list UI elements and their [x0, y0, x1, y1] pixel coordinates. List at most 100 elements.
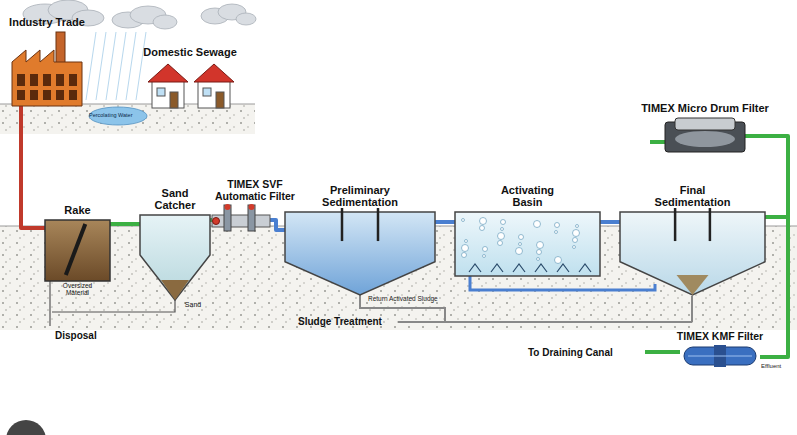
pipe-connector: [21, 106, 45, 228]
drawing-part: [555, 223, 560, 228]
node-outline: [45, 220, 110, 281]
pipe-connector: [600, 220, 620, 224]
drawing-part: [534, 221, 541, 228]
rain: [86, 32, 146, 100]
drawing-part: [377, 208, 380, 241]
drawing-part: [12, 50, 82, 106]
label-holder: Sludge Treatment: [298, 316, 382, 328]
drawing-part: [153, 15, 177, 29]
annotation-label: To Draining Canal: [528, 347, 613, 359]
unit-heading: Preliminary Sedimentation: [315, 184, 405, 209]
drawing-part: [66, 224, 86, 275]
text-holder: Oversized Material: [52, 282, 104, 297]
drawing-part: [519, 243, 522, 246]
drawing-part: [96, 32, 106, 100]
drawing-part: [501, 228, 504, 231]
unit-heading: TIMEX Micro Drum Filter: [641, 102, 769, 115]
drawing-part: [17, 74, 25, 86]
text-holder: Sand Catcher: [149, 187, 201, 212]
unit-heading: Rake: [64, 204, 90, 217]
drawing-part: [69, 74, 77, 86]
annotation-label: Effluent: [761, 363, 781, 370]
node-outline: [285, 212, 435, 295]
drawing-part: [341, 208, 344, 241]
drawing-part: [136, 32, 146, 100]
unit-heading: Sand Catcher: [149, 187, 201, 212]
node-outline: [665, 118, 745, 152]
drawing-part: [491, 264, 503, 272]
unit-heading: Final Sedimentation: [648, 184, 738, 209]
drawing-part: [480, 218, 487, 225]
drawing-part: [674, 208, 677, 241]
label-holder: To Draining Canal: [528, 347, 613, 359]
disposal-lines: [50, 281, 175, 326]
drawing-part: [56, 90, 64, 100]
drawing-part: [462, 253, 467, 258]
drawing-part: [249, 204, 255, 210]
drawing-part: [677, 275, 709, 295]
drawing-part: [573, 238, 578, 243]
drawing-part: [398, 321, 692, 323]
upper-ground: [0, 104, 255, 134]
annotation-label: Disposal: [55, 330, 97, 342]
sludge-lines: [360, 295, 692, 322]
drawing-part: [45, 220, 110, 281]
drawing-part: [557, 264, 569, 272]
drawing-part: [537, 242, 544, 249]
drawing-part: [140, 215, 210, 300]
drawing-part: [501, 220, 506, 225]
drawing-part: [516, 248, 523, 255]
unit-heading: Domestic Sewage: [143, 46, 237, 59]
text-holder: TIMEX Micro Drum Filter: [641, 102, 769, 115]
kmf-unit: TIMEX KMF Filter: [680, 345, 760, 367]
text-holder: TIMEX SVF Automatic Filter: [207, 178, 303, 202]
drawing-part: [285, 212, 435, 295]
drawing-part: [555, 257, 562, 264]
drawing-part: [519, 235, 524, 240]
sand-unit: Sand CatcherSand: [140, 215, 210, 300]
unit-heading: Activating Basin: [492, 184, 564, 209]
drawing-part: [691, 296, 693, 322]
drawing-part: [573, 246, 576, 249]
drawing-part: [455, 212, 600, 276]
houses-unit: Domestic Sewage: [148, 62, 232, 108]
drawing-part: [49, 281, 50, 326]
drawing-part: [148, 64, 188, 82]
drawing-part: [579, 264, 591, 272]
drawing-part: [43, 74, 51, 86]
drawing-part: [43, 90, 51, 100]
drawing-part: [152, 80, 184, 108]
drawing-part: [236, 13, 256, 25]
drawing-part: [675, 118, 735, 130]
drawing-part: [513, 264, 525, 272]
percolating-water: [89, 107, 147, 125]
text-holder: Sand: [185, 301, 201, 309]
pipe-connector: [745, 136, 788, 217]
drawing-part: [462, 219, 465, 222]
final-unit: Final Sedimentation: [620, 212, 765, 295]
node-outline: [12, 32, 82, 106]
unit-heading: TIMEX SVF Automatic Filter: [207, 178, 303, 202]
return-sludge-pipe: [470, 276, 655, 290]
drum-unit: TIMEX Micro Drum Filter: [665, 118, 745, 152]
node-outline: [455, 212, 600, 276]
drawing-part: [480, 226, 485, 231]
unit-heading: TIMEX KMF Filter: [677, 330, 763, 342]
drawing-part: [203, 88, 211, 96]
text-holder: Final Sedimentation: [648, 184, 738, 209]
drawing-part: [620, 212, 765, 295]
drawing-part: [675, 131, 735, 147]
text-holder: Rake: [64, 204, 90, 217]
node-outline: [148, 62, 232, 108]
drawing-part: [462, 245, 469, 252]
text-holder: Industry Trade: [9, 16, 85, 29]
prelim-unit: Preliminary Sedimentation: [285, 212, 435, 295]
annotation-label: Sludge Treatment: [298, 316, 382, 328]
drawing-part: [216, 92, 224, 108]
drawing-part: [498, 241, 503, 246]
drawing-part: [157, 88, 165, 96]
drawing-part: [213, 218, 220, 225]
text-holder: Preliminary Sedimentation: [315, 184, 405, 209]
factory-unit: Industry Trade: [12, 32, 82, 106]
label-holder: Percolating Water: [89, 112, 133, 118]
